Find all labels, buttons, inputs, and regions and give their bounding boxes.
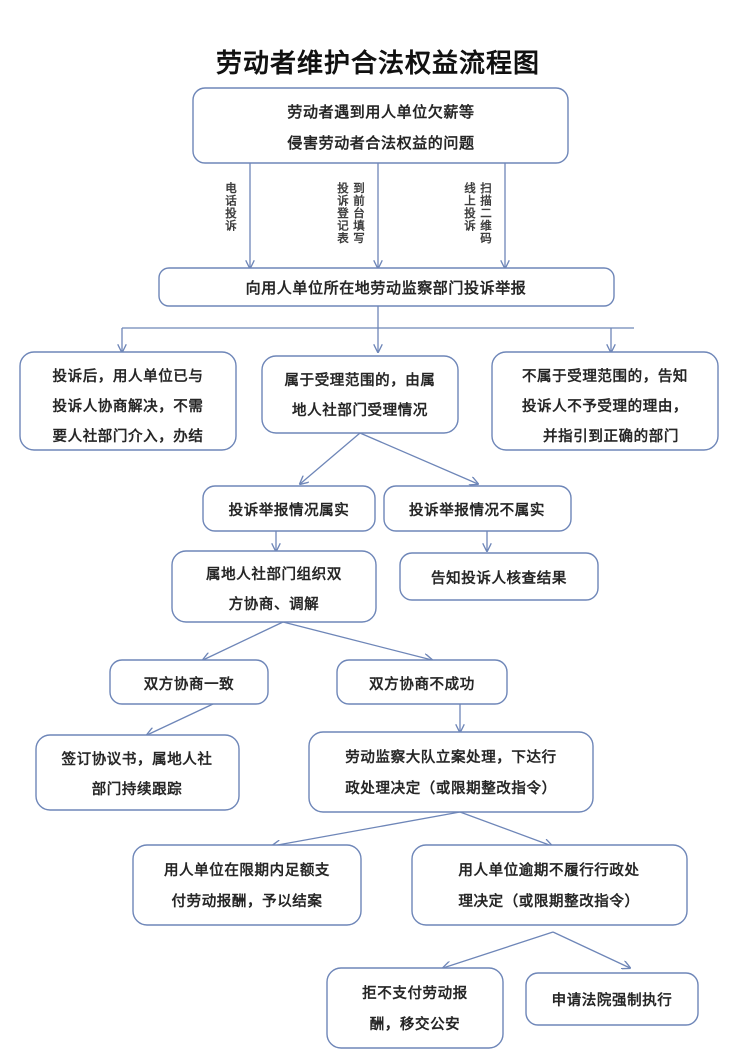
node-report-to-labor-inspection[interactable]: 向用人单位所在地劳动监察部门投诉举报 [158, 267, 615, 307]
node-problem-occurs[interactable]: 劳动者遇到用人单位欠薪等 侵害劳动者合法权益的问题 [192, 87, 569, 164]
node-within-jurisdiction-accepted[interactable]: 属于受理范围的，由属 地人社部门受理情况 [261, 355, 459, 434]
node-line: 属于受理范围的，由属 [285, 371, 436, 389]
edge-n15-n17 [552, 931, 630, 968]
node-box[interactable] [261, 355, 459, 434]
edge-n10-n12 [147, 703, 214, 735]
node-line: 双方协商一致 [144, 675, 235, 693]
node-line: 向用人单位所在地劳动监察部门投诉举报 [246, 279, 527, 297]
edge-label-complaint-form: 投诉登记表 [336, 181, 350, 244]
node-box[interactable] [158, 267, 615, 307]
node-outside-jurisdiction-redirect[interactable]: 不属于受理范围的，告知 投诉人不予受理的理由， 并指引到正确的部门 [491, 351, 719, 451]
node-complaint-verified-false[interactable]: 投诉举报情况不属实 [383, 485, 572, 532]
node-line: 并指引到正确的部门 [543, 427, 679, 445]
node-line: 付劳动报酬，予以结案 [172, 892, 323, 910]
edge-n4-n6 [300, 432, 361, 484]
node-line: 投诉人不予受理的理由， [522, 397, 688, 415]
node-agreement-failed[interactable]: 双方协商不成功 [336, 659, 508, 705]
node-line: 方协商、调解 [229, 595, 320, 613]
edge-label-scan-qrcode: 扫描二维码 [479, 181, 493, 244]
node-local-mediation[interactable]: 属地人社部门组织双 方协商、调解 [171, 550, 377, 623]
edge-layer [122, 163, 634, 968]
node-complaint-verified-true[interactable]: 投诉举报情况属实 [202, 485, 376, 532]
edge-n15-n16 [443, 931, 554, 968]
node-line: 告知投诉人核查结果 [431, 569, 567, 587]
node-refuse-payment-transfer-to-police[interactable]: 拒不支付劳动报 酬，移交公安 [326, 967, 504, 1049]
node-line: 投诉举报情况属实 [229, 501, 350, 519]
node-box[interactable] [525, 972, 699, 1026]
node-failed-to-comply[interactable]: 用人单位逾期不履行行政处 理决定（或限期整改指令） [411, 844, 688, 926]
node-box[interactable] [19, 351, 237, 451]
edge-label-layer: 电话投诉 到前台填写 投诉登记表 扫描二维码 线上投诉 [224, 181, 493, 244]
node-inform-verification-result[interactable]: 告知投诉人核查结果 [399, 552, 599, 601]
node-line: 地人社部门受理情况 [292, 401, 428, 419]
edge-label-phone-complaint: 电话投诉 [224, 181, 238, 232]
node-box[interactable] [202, 485, 376, 532]
node-box[interactable] [171, 550, 377, 623]
node-line: 投诉人协商解决，不需 [53, 397, 204, 415]
node-line: 拒不支付劳动报 [362, 984, 468, 1002]
node-box[interactable] [383, 485, 572, 532]
node-line: 理决定（或限期整改指令） [458, 892, 639, 910]
edge-n13-n15 [459, 811, 552, 846]
node-line: 属地人社部门组织双 [206, 565, 342, 583]
node-agreement-reached[interactable]: 双方协商一致 [109, 659, 269, 705]
node-box[interactable] [491, 351, 719, 451]
node-line: 双方协商不成功 [369, 675, 475, 693]
node-line: 要人社部门介入，办结 [53, 427, 204, 445]
node-case-filed-administrative-decision[interactable]: 劳动监察大队立案处理，下达行 政处理决定（或限期整改指令） [308, 731, 594, 813]
node-line: 用人单位逾期不履行行政处 [458, 861, 639, 879]
node-line: 侵害劳动者合法权益的问题 [286, 134, 475, 152]
edge-label-frontdesk-fill: 到前台填写 [352, 181, 366, 244]
edge-label-online-complaint: 线上投诉 [463, 181, 477, 232]
edge-n13-n14 [272, 811, 461, 846]
node-line: 政处理决定（或限期整改指令） [345, 779, 556, 797]
node-line: 不属于受理范围的，告知 [522, 367, 688, 385]
node-box[interactable] [411, 844, 688, 926]
node-box[interactable] [132, 844, 362, 926]
node-box[interactable] [35, 734, 240, 811]
node-line: 酬，移交公安 [370, 1015, 461, 1033]
node-line: 申请法院强制执行 [552, 991, 673, 1009]
node-line: 投诉举报情况不属实 [409, 501, 545, 519]
node-line: 劳动监察大队立案处理，下达行 [345, 748, 556, 766]
node-paid-in-time-case-closed[interactable]: 用人单位在限期内足额支 付劳动报酬，予以结案 [132, 844, 362, 926]
edge-n8-n11 [282, 621, 432, 660]
node-line: 部门持续跟踪 [92, 780, 183, 798]
node-line: 签订协议书，属地人社 [61, 750, 213, 768]
node-apply-court-enforcement[interactable]: 申请法院强制执行 [525, 972, 699, 1026]
node-box[interactable] [109, 659, 269, 705]
node-settled-privately-closed[interactable]: 投诉后，用人单位已与 投诉人协商解决，不需 要人社部门介入，办结 [19, 351, 237, 451]
edge-n8-n10 [203, 621, 284, 660]
node-line: 用人单位在限期内足额支 [164, 861, 330, 879]
node-line: 劳动者遇到用人单位欠薪等 [287, 103, 474, 121]
node-line: 投诉后，用人单位已与 [53, 367, 204, 385]
edge-n4-n7 [359, 432, 478, 484]
node-box[interactable] [336, 659, 508, 705]
node-sign-agreement-followup[interactable]: 签订协议书，属地人社 部门持续跟踪 [35, 734, 240, 811]
node-box[interactable] [326, 967, 504, 1049]
node-box[interactable] [308, 731, 594, 813]
node-box[interactable] [399, 552, 599, 601]
node-box[interactable] [192, 87, 569, 164]
page-title: 劳动者维护合法权益流程图 [216, 48, 540, 79]
